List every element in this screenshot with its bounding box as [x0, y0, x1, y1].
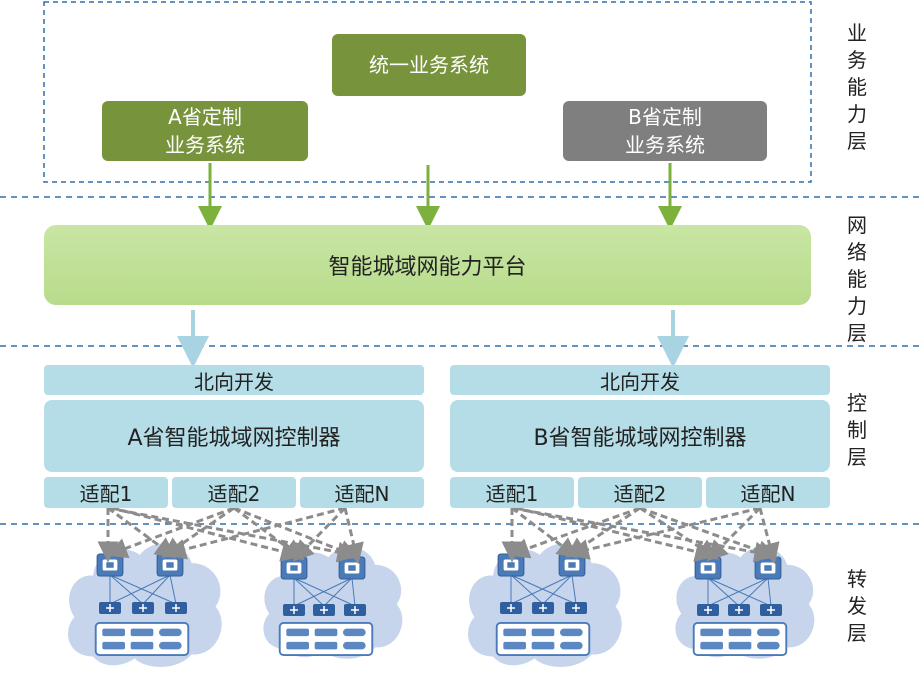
adapter-links-a	[97, 506, 364, 565]
adapter-b-n-label: 适配N	[740, 482, 796, 506]
adapter-b-2: 适配2	[578, 477, 702, 508]
platform-label: 智能城域网能力平台	[328, 255, 527, 280]
a-custom-line2: 业务系统	[165, 133, 245, 157]
adapter-b-1-label: 适配1	[485, 482, 539, 506]
controller-b: B省智能城域网控制器	[450, 400, 830, 472]
business-layer-frame	[43, 1, 812, 183]
layer-label-business: 业务能力层	[847, 21, 867, 153]
forwarding-cluster	[692, 556, 788, 656]
north-api-a-label: 北向开发	[194, 369, 274, 394]
north-api-a: 北向开发	[44, 365, 424, 395]
adapter-b-1: 适配1	[450, 477, 574, 508]
b-custom-line1: B省定制	[628, 105, 702, 129]
adapter-a-n: 适配N	[300, 477, 424, 508]
layer-label-control: 控制层	[847, 391, 867, 469]
adapter-a-n-label: 适配N	[334, 482, 390, 506]
forwarding-cluster	[495, 553, 591, 656]
adapter-a-1-label: 适配1	[79, 482, 133, 506]
adapter-a-1: 适配1	[44, 477, 168, 508]
a-custom-line1: A省定制	[168, 105, 242, 129]
forwarding-cluster	[278, 556, 374, 656]
adapter-b-n: 适配N	[706, 477, 830, 508]
controller-b-label: B省智能城域网控制器	[533, 426, 747, 451]
b-province-business-system: B省定制 业务系统	[563, 101, 767, 161]
forwarding-cluster	[94, 553, 190, 656]
north-api-b-label: 北向开发	[600, 369, 680, 394]
layer-label-network: 网络能力层	[847, 213, 867, 345]
adapter-b-2-label: 适配2	[613, 482, 667, 506]
b-custom-line2: 业务系统	[625, 133, 705, 157]
controller-a-label: A省智能城域网控制器	[127, 426, 341, 451]
adapter-links-b	[501, 506, 780, 565]
adapter-a-2-label: 适配2	[207, 482, 261, 506]
controller-a: A省智能城域网控制器	[44, 400, 424, 472]
smart-metro-capability-platform: 智能城域网能力平台	[44, 225, 811, 305]
layer-label-forwarding: 转发层	[847, 567, 867, 645]
adapter-a-2: 适配2	[172, 477, 296, 508]
unified-business-system: 统一业务系统	[332, 34, 526, 96]
north-api-b: 北向开发	[450, 365, 830, 395]
unified-business-label: 统一业务系统	[369, 53, 489, 77]
a-province-business-system: A省定制 业务系统	[102, 101, 308, 161]
